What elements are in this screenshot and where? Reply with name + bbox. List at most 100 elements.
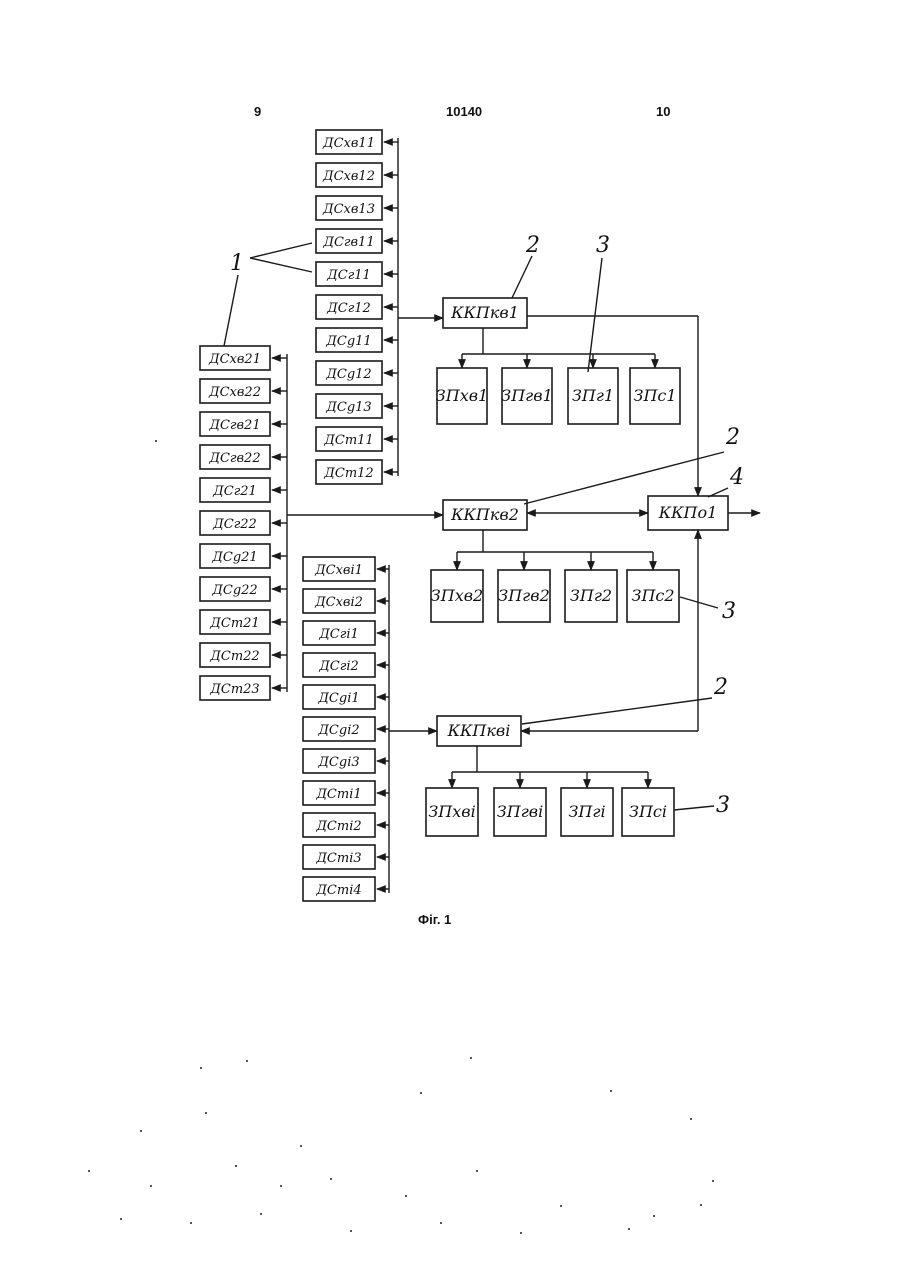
sensor-group1-9: ДСg13 xyxy=(316,394,382,418)
sensor-group2-3: ДСгв21 xyxy=(200,412,270,436)
scan-speck xyxy=(200,1067,202,1069)
sensor-group2-10: ДСт22 xyxy=(200,643,270,667)
ref-numeral-3-top: 3 xyxy=(596,233,610,258)
actuator-group2-3: ЗПг2 xyxy=(565,570,617,622)
sensor-group2-6-label: ДСг22 xyxy=(212,517,257,532)
sensor-group1-10: ДСт11 xyxy=(316,427,382,451)
actuator-groupi-2-label: ЗПгвi xyxy=(497,802,543,821)
scan-speck xyxy=(476,1170,478,1172)
sensor-group2-4-label: ДСгв22 xyxy=(208,451,260,466)
leader-line xyxy=(522,698,712,724)
sensor-groupi-4: ДСгi2 xyxy=(303,653,375,677)
sensor-group1-4: ДСгв11 xyxy=(316,229,382,253)
scan-speck xyxy=(140,1130,142,1132)
scan-speck xyxy=(712,1180,714,1182)
sensor-group1-11-label: ДСт12 xyxy=(323,466,373,481)
ref-numeral-2-low: 2 xyxy=(713,675,728,700)
scan-speck xyxy=(560,1205,562,1207)
leader-line xyxy=(680,597,718,608)
leader-line xyxy=(224,275,238,346)
scan-speck xyxy=(235,1165,237,1167)
scan-speck xyxy=(653,1215,655,1217)
sensor-groupi-1-label: ДСхвi1 xyxy=(314,563,363,578)
scan-speck xyxy=(628,1228,630,1230)
scan-speck xyxy=(700,1204,702,1206)
scan-speck xyxy=(300,1145,302,1147)
sensor-group1-3-label: ДСхв13 xyxy=(322,202,375,217)
sensor-group1-5: ДСг11 xyxy=(316,262,382,286)
ref-numeral-2-top: 2 xyxy=(525,233,540,258)
scan-speck xyxy=(520,1232,522,1234)
controller-group2-label: ККПкв2 xyxy=(450,505,519,524)
sensor-group2-10-label: ДСт22 xyxy=(209,649,259,664)
figure-caption: Фіг. 1 xyxy=(418,912,451,927)
actuator-group1-2: ЗПгв1 xyxy=(501,368,553,424)
sensor-group2-6: ДСг22 xyxy=(200,511,270,535)
scan-speck xyxy=(88,1170,90,1172)
actuator-group2-2-label: ЗПгв2 xyxy=(498,586,550,605)
leader-line xyxy=(674,806,714,810)
sensor-groupi-3: ДСгi1 xyxy=(303,621,375,645)
actuator-group2-2: ЗПгв2 xyxy=(498,570,550,622)
sensor-group2-2: ДСхв22 xyxy=(200,379,270,403)
actuator-group2-4: ЗПс2 xyxy=(627,570,679,622)
sensor-group1-8-label: ДСg12 xyxy=(325,367,371,382)
scan-speck xyxy=(350,1230,352,1232)
controller-group1: ККПкв1 xyxy=(443,298,527,328)
leader-line xyxy=(512,256,532,298)
scan-speck xyxy=(260,1213,262,1215)
actuator-groupi-4: ЗПсi xyxy=(622,788,674,836)
scan-speck xyxy=(120,1218,122,1220)
scan-speck xyxy=(470,1057,472,1059)
scan-speck xyxy=(610,1090,612,1092)
sensor-groupi-11-label: ДСтi4 xyxy=(315,883,361,898)
scan-speck xyxy=(150,1185,152,1187)
scan-speck xyxy=(330,1178,332,1180)
sensor-groupi-3-label: ДСгi1 xyxy=(318,627,359,642)
sensor-group1-5-label: ДСг11 xyxy=(326,268,371,283)
sensor-groupi-7-label: ДСgi3 xyxy=(317,755,359,770)
actuator-group1-1: ЗПхв1 xyxy=(436,368,488,424)
controller-groupi-label: ККПквi xyxy=(447,721,511,740)
sensor-group2-8: ДСg22 xyxy=(200,577,270,601)
sensor-groupi-4-label: ДСгi2 xyxy=(318,659,359,674)
sensor-group2-7-label: ДСg21 xyxy=(211,550,257,565)
sensor-group1-9-label: ДСg13 xyxy=(325,400,371,415)
sensor-group1-7-label: ДСg11 xyxy=(325,334,371,349)
scan-speck xyxy=(405,1195,407,1197)
sensor-group2-7: ДСg21 xyxy=(200,544,270,568)
sensor-group2-1-label: ДСхв21 xyxy=(208,352,261,367)
leader-line xyxy=(250,243,312,258)
sensor-group2-9: ДСт21 xyxy=(200,610,270,634)
sensor-groupi-8-label: ДСтi1 xyxy=(315,787,361,802)
central-controller-label: ККПо1 xyxy=(658,503,718,522)
sensor-groupi-10: ДСтi3 xyxy=(303,845,375,869)
sensor-group1-2-label: ДСхв12 xyxy=(322,169,375,184)
actuator-group2-3-label: ЗПг2 xyxy=(570,586,612,605)
actuator-groupi-1-label: ЗПхвi xyxy=(428,802,475,821)
controller-group1-label: ККПкв1 xyxy=(450,303,519,322)
actuator-group1-4: ЗПс1 xyxy=(630,368,680,424)
sensor-group1-6-label: ДСг12 xyxy=(326,301,371,316)
sensor-groupi-8: ДСтi1 xyxy=(303,781,375,805)
sensor-group1-1-label: ДСхв11 xyxy=(322,136,375,151)
scan-speck xyxy=(420,1092,422,1094)
sensor-group2-5-label: ДСг21 xyxy=(212,484,257,499)
sensor-group2-8-label: ДСg22 xyxy=(211,583,257,598)
actuator-groupi-3: ЗПгi xyxy=(561,788,613,836)
sensor-group1-1: ДСхв11 xyxy=(316,130,382,154)
sensor-groupi-11: ДСтi4 xyxy=(303,877,375,901)
sensor-groupi-5-label: ДСgi1 xyxy=(317,691,359,706)
actuator-group1-4-label: ЗПс1 xyxy=(633,386,676,405)
sensor-groupi-6: ДСgi2 xyxy=(303,717,375,741)
controller-groupi: ККПквi xyxy=(437,716,521,746)
sensor-groupi-7: ДСgi3 xyxy=(303,749,375,773)
actuator-group2-1-label: ЗПхв2 xyxy=(431,586,483,605)
actuator-group2-1: ЗПхв2 xyxy=(431,570,483,622)
sensor-group1-2: ДСхв12 xyxy=(316,163,382,187)
controller-group2: ККПкв2 xyxy=(443,500,527,530)
actuator-groupi-2: ЗПгвi xyxy=(494,788,546,836)
sensor-group2-3-label: ДСгв21 xyxy=(208,418,260,433)
sensor-group1-4-label: ДСгв11 xyxy=(322,235,374,250)
